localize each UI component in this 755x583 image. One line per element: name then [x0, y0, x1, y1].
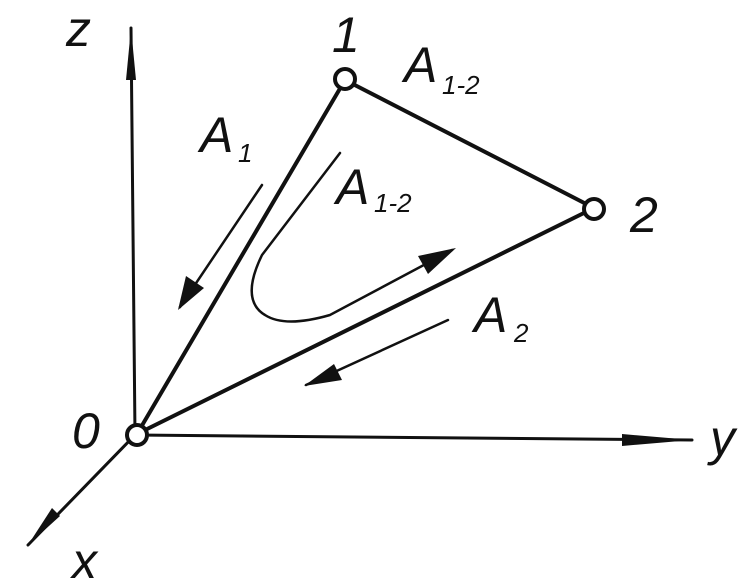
a12-loop-arrow-head	[418, 248, 456, 274]
point-2-label: 2	[629, 187, 658, 243]
z-axis	[129, 26, 137, 437]
a2-main: A	[471, 287, 507, 343]
y-axis-arrowhead	[622, 434, 692, 446]
a12-loop-main: A	[333, 159, 369, 215]
a1-main: A	[197, 107, 233, 163]
y-axis	[133, 433, 694, 442]
point-1	[333, 67, 357, 91]
direction-arrows	[178, 151, 456, 387]
axes	[26, 26, 694, 547]
process-edges	[135, 78, 596, 436]
point-2	[582, 197, 606, 221]
point-origin	[125, 423, 149, 447]
a12-loop-sub: 1-2	[374, 188, 412, 218]
x-axis-arrowhead	[28, 508, 60, 545]
z-axis-label: z	[65, 1, 91, 57]
edge-0-1	[135, 78, 347, 436]
x-axis-label: x	[70, 533, 99, 583]
a12-edge-sub: 1-2	[442, 70, 480, 100]
edge-0-2	[135, 206, 596, 436]
a12-edge-main: A	[401, 37, 437, 93]
z-axis-arrowhead	[126, 28, 136, 80]
edge-1-2	[343, 78, 596, 210]
a1-label: A 1	[197, 107, 252, 168]
a2-sub: 2	[513, 318, 529, 348]
point-1-label: 1	[332, 7, 360, 63]
a12-loop-label: A 1-2	[333, 159, 412, 218]
a12-loop-path	[250, 151, 454, 323]
origin-label: 0	[72, 403, 100, 459]
a1-arrow-head	[178, 276, 204, 310]
a2-arrow-head	[304, 364, 342, 386]
a12-edge-label: A 1-2	[401, 37, 480, 100]
state-points	[125, 67, 606, 447]
a2-label: A 2	[471, 287, 529, 348]
y-axis-label: y	[707, 410, 738, 466]
a1-sub: 1	[238, 138, 252, 168]
